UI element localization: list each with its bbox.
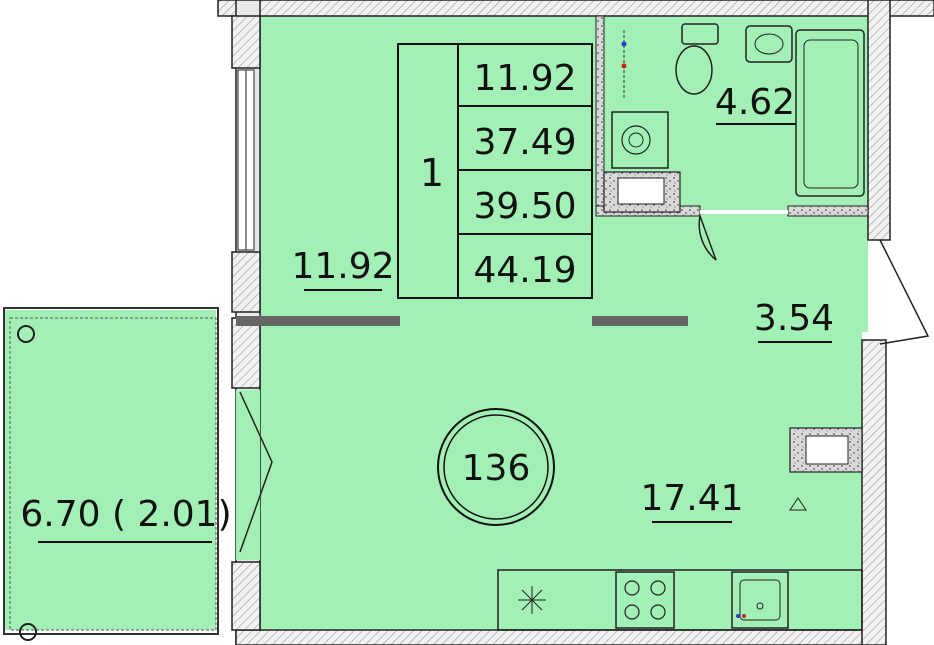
bathroom-fixtures: [603, 23, 865, 213]
entrance-door-swing: [879, 239, 930, 345]
table-cell: 39.50: [473, 186, 576, 227]
living-area-label: 17.41: [640, 478, 743, 519]
bathroom-area-label: 4.62: [715, 82, 795, 123]
left-wall-openings: [231, 15, 273, 631]
area-summary-table: 1 11.92 37.49 39.50 44.19: [397, 43, 593, 299]
washing-machine-icon: [611, 111, 669, 169]
living-floor: [260, 316, 862, 630]
balcony-floor: [4, 310, 216, 630]
toilet-icon: [675, 23, 719, 95]
right-wall-upper: [867, 0, 891, 241]
kitchen-fixtures: [497, 427, 863, 631]
table-cell: 11.92: [473, 58, 576, 99]
rooms-count: 1: [420, 151, 444, 195]
hallway-area-label: 3.54: [754, 298, 834, 339]
apartment-number: 136: [462, 448, 531, 489]
bottom-wall: [235, 629, 865, 645]
apartment-number-badge: 136: [437, 408, 555, 526]
bedroom-area-label: 11.92: [291, 246, 394, 287]
kitchen-counter: [497, 569, 863, 631]
bathtub-icon: [795, 29, 865, 197]
bathroom-door-swing: [698, 215, 717, 261]
room-labels: 11.92 4.62 3.54 17.41 6.70 ( 2.01): [20, 82, 834, 543]
sink-icon: [745, 25, 793, 63]
drain-icon: [17, 325, 35, 343]
top-wall: [217, 0, 934, 17]
hallway-floor: [596, 212, 868, 332]
bedroom-floor: [260, 16, 596, 316]
right-wall-lower: [861, 339, 887, 645]
kitchen-sink-icon: [731, 571, 789, 629]
warning-triangle-icon: [789, 497, 807, 511]
table-cell: 37.49: [473, 122, 576, 163]
fridge-icon: [518, 586, 546, 614]
balcony-door-swing: [239, 391, 273, 553]
stove-icon: [615, 571, 675, 629]
balcony: [3, 307, 219, 641]
table-cell: 44.19: [473, 250, 576, 291]
balcony-area-label: 6.70 ( 2.01): [20, 494, 231, 535]
